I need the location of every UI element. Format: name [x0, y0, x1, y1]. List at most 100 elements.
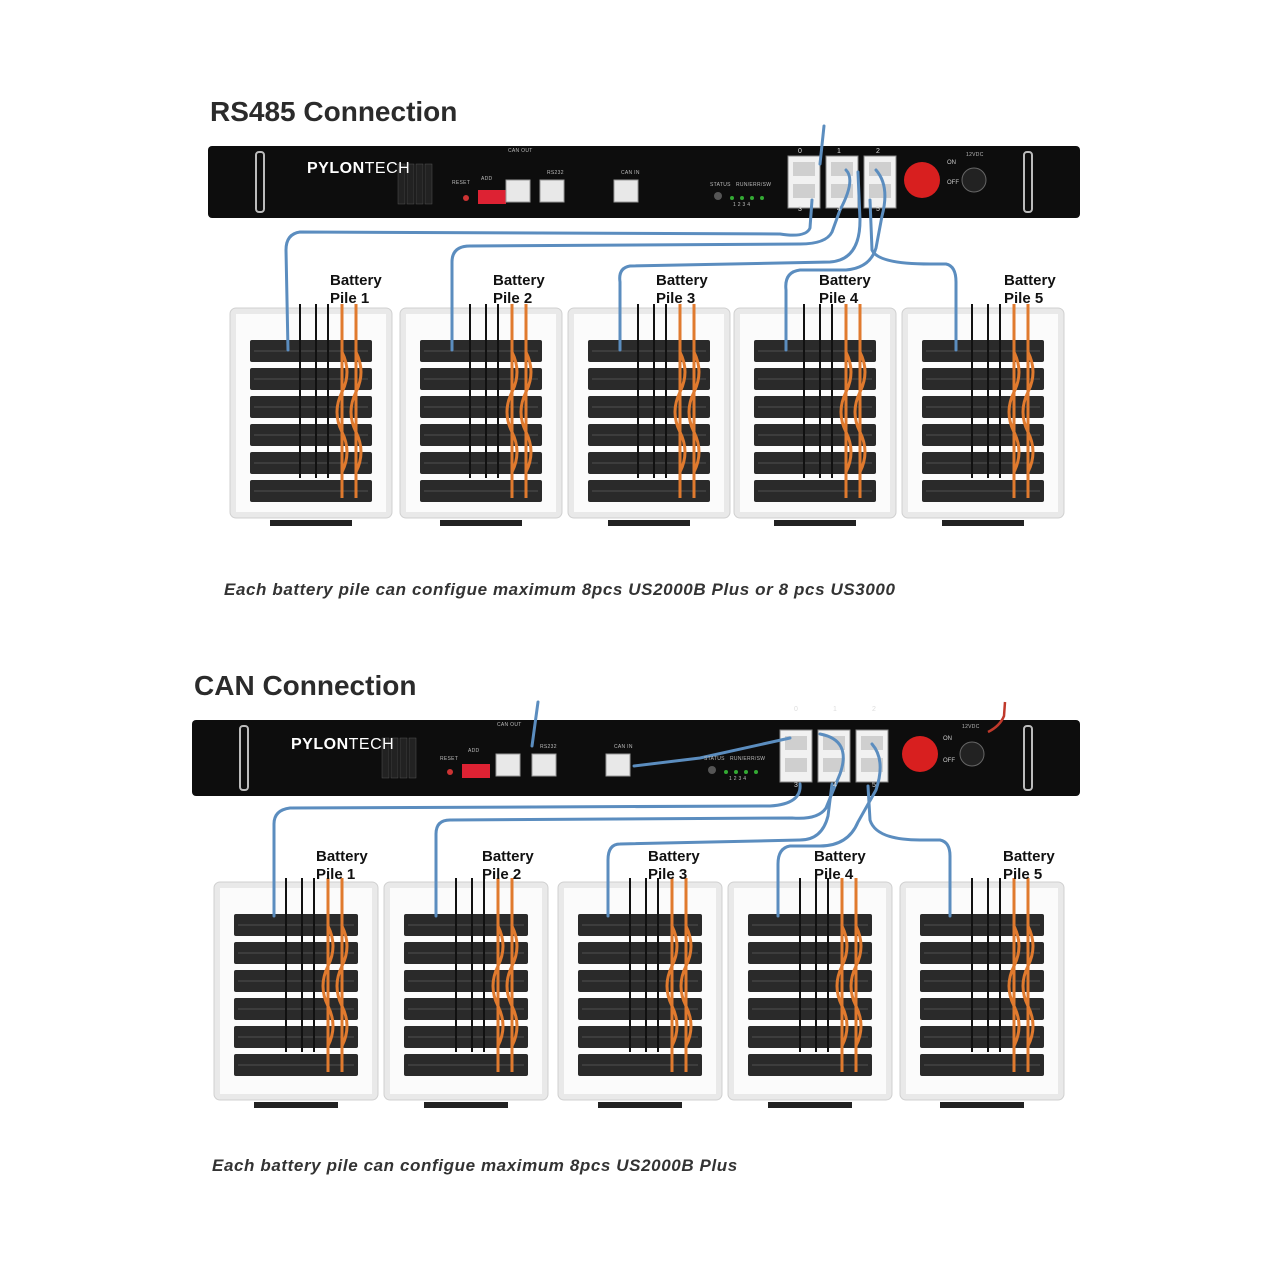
- led: [740, 196, 744, 200]
- power-cable-loop: [673, 351, 687, 473]
- can-diagram-drawing: [192, 700, 1080, 1108]
- port-number: 5: [876, 206, 880, 213]
- led-label: RUN/ERR/SW: [730, 756, 766, 762]
- dip-block: [399, 737, 408, 779]
- reset-button: [463, 195, 469, 201]
- rack-foot: [254, 1102, 338, 1108]
- communication-cable: [818, 124, 826, 166]
- status-label: STATUS: [704, 756, 725, 762]
- power-cable-loop: [665, 925, 679, 1047]
- port-number: 4: [837, 206, 841, 213]
- communication-cable: [866, 784, 952, 918]
- status-led: [708, 766, 716, 774]
- port-number: 0: [794, 706, 798, 713]
- led: [760, 196, 764, 200]
- communication-cable: [868, 198, 958, 352]
- communication-cable: [272, 782, 802, 918]
- power-wire: [987, 701, 1007, 734]
- rj45-port: [785, 736, 807, 750]
- power-cable-loop: [679, 925, 693, 1047]
- communication-cable: [632, 736, 792, 768]
- can-in-label: CAN IN: [621, 170, 640, 176]
- communication-cable: [784, 168, 887, 352]
- led-numbers: 1 2 3 4: [729, 776, 747, 782]
- led-numbers: 1 2 3 4: [733, 202, 751, 208]
- rj45-port: [793, 184, 815, 198]
- pylontech-logo-icon: PYLONTECH: [307, 160, 411, 177]
- dip-block: [390, 737, 399, 779]
- power-cable-loop: [687, 351, 701, 473]
- power-cable-loop: [491, 925, 505, 1047]
- communication-cable: [606, 782, 834, 918]
- can-caption: Each battery pile can configue maximum 8…: [212, 1156, 738, 1175]
- rs485-diagram-drawing: [208, 124, 1080, 526]
- led: [744, 770, 748, 774]
- port-number: 3: [794, 782, 798, 789]
- dip-block: [381, 737, 390, 779]
- network-port: [613, 179, 639, 203]
- section-title-can: CAN Connection: [194, 670, 417, 701]
- communication-cable: [284, 198, 814, 352]
- dip-block: [408, 737, 417, 779]
- dip-switch: [478, 190, 506, 204]
- network-port: [531, 753, 557, 777]
- rj45-port: [785, 758, 807, 772]
- port-number: 4: [833, 782, 837, 789]
- off-label: OFF: [943, 758, 955, 764]
- rack-handle: [1023, 725, 1033, 791]
- pylontech-logo-icon: PYLONTECH: [291, 736, 395, 753]
- led: [750, 196, 754, 200]
- reset-label: RESET: [452, 180, 471, 186]
- rack-foot: [440, 520, 522, 526]
- dip-block: [424, 163, 433, 205]
- power-switch-icon: [902, 736, 938, 772]
- rj45-port: [823, 758, 845, 772]
- rack-foot: [940, 1102, 1024, 1108]
- power-cable-loop: [839, 351, 853, 473]
- rack-foot: [774, 520, 856, 526]
- power-cable-loop: [519, 351, 533, 473]
- rack-foot: [598, 1102, 682, 1108]
- port-number: 1: [833, 706, 837, 713]
- power-cable-loop: [505, 351, 519, 473]
- can-in-label: CAN IN: [614, 744, 633, 750]
- power-cable-loop: [849, 925, 863, 1047]
- power-cable-loop: [349, 351, 363, 473]
- rack-handle: [239, 725, 249, 791]
- on-label: ON: [943, 736, 952, 742]
- dip-block: [406, 163, 415, 205]
- rj45-port: [861, 758, 883, 772]
- power-cable-loop: [335, 351, 349, 473]
- status-label: STATUS: [710, 182, 731, 188]
- rj45-port: [793, 162, 815, 176]
- led: [734, 770, 738, 774]
- power-label: 12VDC: [962, 724, 980, 730]
- power-cable-loop: [1021, 351, 1035, 473]
- led: [754, 770, 758, 774]
- add-label: ADD: [481, 176, 493, 182]
- rack-handle: [255, 151, 265, 213]
- reset-label: RESET: [440, 756, 459, 762]
- dip-block: [397, 163, 406, 205]
- power-cable-loop: [335, 925, 349, 1047]
- rj45-port: [869, 184, 891, 198]
- power-socket: [961, 167, 987, 193]
- port-number: 2: [876, 148, 880, 155]
- rs232-label: RS232: [540, 744, 557, 750]
- led: [724, 770, 728, 774]
- network-port: [495, 753, 521, 777]
- port-number: 5: [872, 782, 876, 789]
- power-label: 12VDC: [966, 152, 984, 158]
- power-switch-icon: [904, 162, 940, 198]
- led-label: RUN/ERR/SW: [736, 182, 772, 188]
- rack-foot: [768, 1102, 852, 1108]
- rj45-port: [869, 162, 891, 176]
- can-out-label: CAN OUT: [497, 722, 522, 728]
- reset-button: [447, 769, 453, 775]
